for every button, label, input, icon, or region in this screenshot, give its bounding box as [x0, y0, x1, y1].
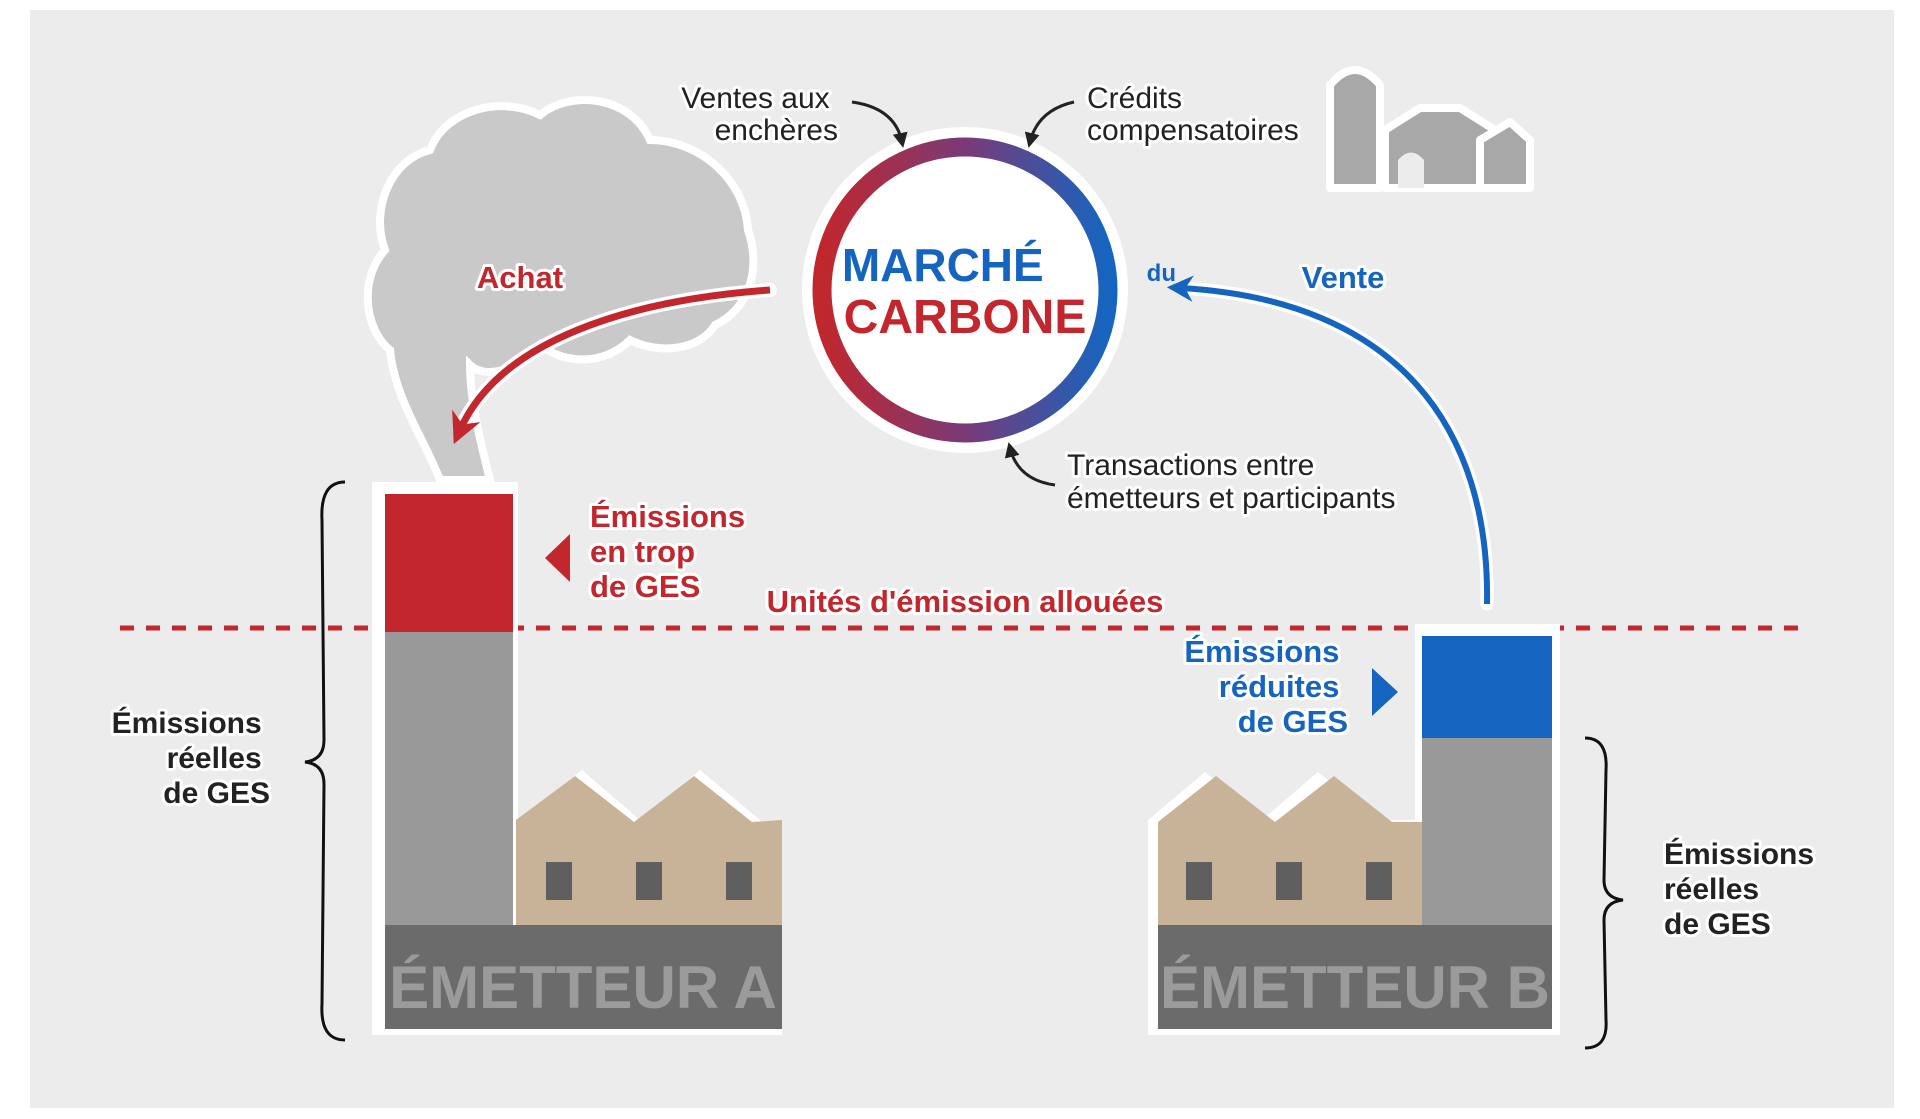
- emitter-a-actual-emissions-bar: [385, 632, 513, 925]
- factory-b-icon: [1148, 624, 1560, 1035]
- transactions-arrow: [1004, 442, 1056, 487]
- carbon-market-icon: [802, 127, 1128, 453]
- emitter-b-reduced-emissions-bar: [1422, 636, 1552, 738]
- sell-arrow: [1166, 275, 1491, 605]
- emitter-a-excess-emissions-bar: [385, 494, 513, 632]
- market-title-line2: CARBONE: [844, 291, 1087, 344]
- offsets-label: Crédits compensatoires: [1087, 82, 1299, 147]
- emitter-a-actual-label: Émissions réelles de GES: [112, 706, 270, 810]
- emitter-a-actual-brace: [304, 480, 346, 1042]
- emitter-b-actual-emissions-bar: [1422, 738, 1552, 925]
- farm-icon: [1326, 66, 1534, 192]
- buy-label: Achat: [477, 260, 563, 295]
- emitter-b-reduced-pointer: [1372, 668, 1398, 716]
- cap-line-label: Unités d'émission allouées: [767, 584, 1164, 619]
- market-title: MARCHÉ du: [842, 239, 1176, 291]
- emitter-b-actual-brace: [1584, 736, 1624, 1050]
- emitter-a-excess-label: Émissions en trop de GES: [590, 499, 754, 604]
- emitter-b-actual-label: Émissions réelles de GES: [1664, 837, 1822, 941]
- transactions-label: Transactions entre émetteurs et particip…: [1067, 449, 1396, 515]
- emitter-b-name: ÉMETTEUR B: [1160, 954, 1550, 1021]
- emitter-b-reduced-label: Émissions réduites de GES: [1184, 634, 1348, 739]
- offsets-arrow: [1024, 100, 1075, 148]
- emitter-a-name: ÉMETTEUR A: [389, 954, 777, 1021]
- auctions-label: Ventes aux enchères: [681, 82, 838, 147]
- auctions-arrow: [851, 100, 908, 148]
- sell-label: Vente: [1302, 260, 1385, 295]
- emitter-a-excess-pointer: [545, 534, 570, 582]
- factory-a-icon: [372, 482, 782, 1035]
